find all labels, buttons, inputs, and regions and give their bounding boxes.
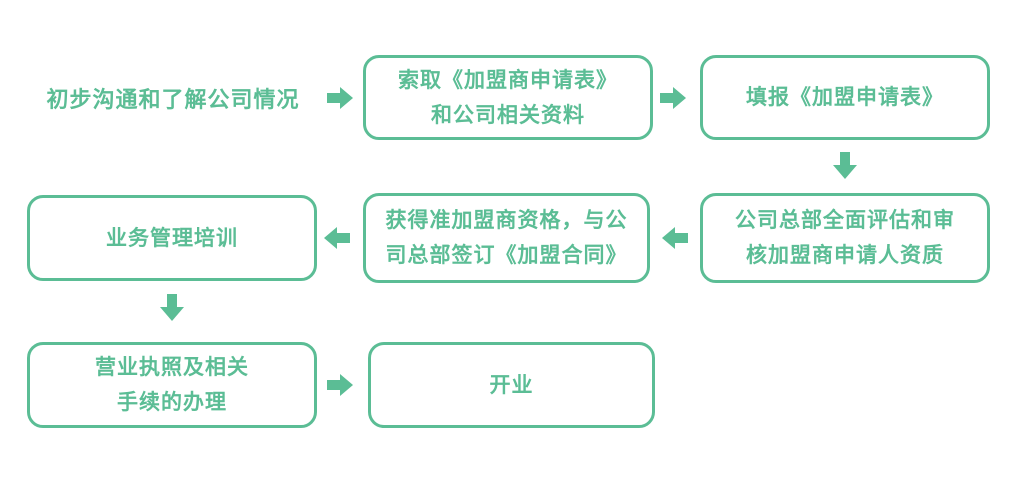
step-box-fill-application: 填报《加盟申请表》 (700, 55, 990, 140)
step-box-sign-contract: 获得准加盟商资格，与公 司总部签订《加盟合同》 (363, 193, 650, 283)
arrow-right-icon (327, 374, 353, 396)
step-box-opening: 开业 (368, 342, 655, 428)
step-box-request-forms: 索取《加盟商申请表》 和公司相关资料 (363, 55, 653, 140)
step-label-line: 手续的办理 (117, 391, 227, 414)
step-label-line: 营业执照及相关 (95, 356, 249, 379)
step-box-management-training: 业务管理培训 (27, 195, 317, 281)
arrow-down-icon (833, 152, 857, 179)
flow-start-text: 初步沟通和了解公司情况 (46, 86, 300, 112)
step-label-line: 核加盟商申请人资质 (746, 244, 944, 267)
arrow-right-icon (660, 87, 686, 109)
step-label-line: 开业 (489, 373, 534, 397)
step-label-line: 填报《加盟申请表》 (746, 86, 944, 109)
flow-start-label: 初步沟通和了解公司情况 (27, 55, 319, 140)
arrow-left-icon (324, 227, 350, 249)
step-label-line: 获得准加盟商资格，与公 (385, 209, 628, 232)
step-label-line: 索取《加盟商申请表》 (398, 68, 618, 92)
step-box-evaluate-applicant: 公司总部全面评估和审 核加盟商申请人资质 (700, 193, 990, 283)
step-label-line: 业务管理培训 (106, 226, 238, 250)
arrow-down-icon (160, 294, 184, 321)
step-label-line: 和公司相关资料 (431, 103, 585, 127)
step-box-business-license: 营业执照及相关 手续的办理 (27, 342, 317, 428)
step-label-line: 司总部签订《加盟合同》 (385, 244, 628, 267)
step-label-line: 公司总部全面评估和审 (735, 209, 955, 232)
arrow-left-icon (662, 227, 688, 249)
arrow-right-icon (327, 87, 353, 109)
